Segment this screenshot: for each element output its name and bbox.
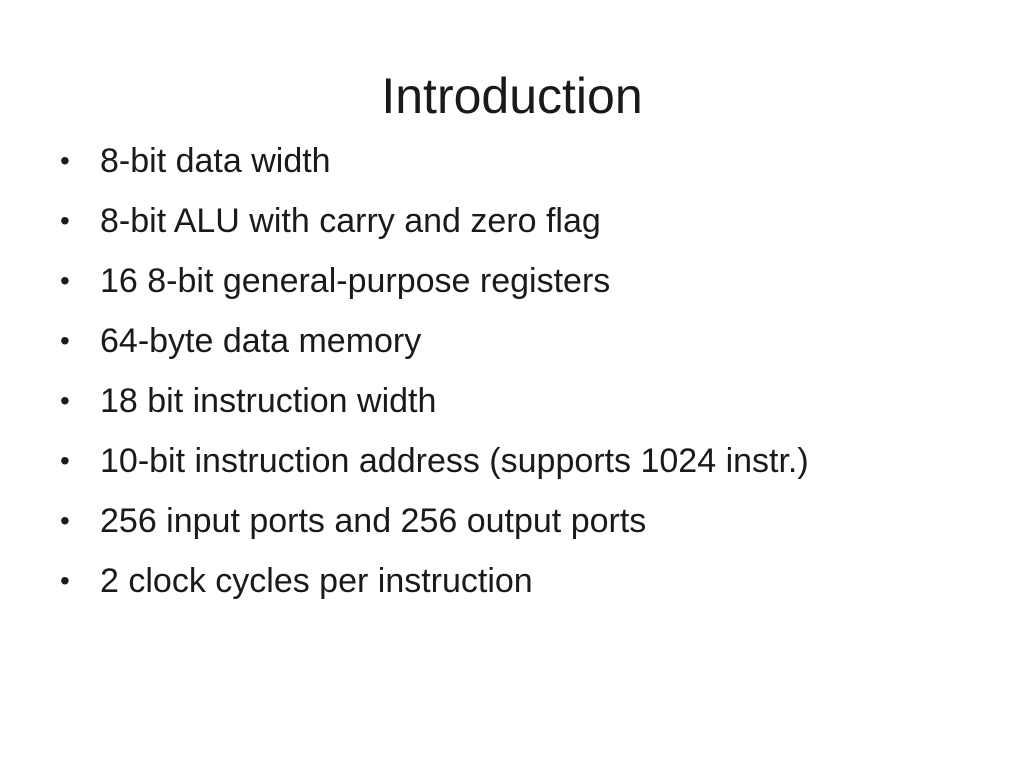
- bullet-text: 18 bit instruction width: [100, 382, 437, 420]
- bullet-dot-icon: •: [60, 385, 70, 416]
- bullet-text: 256 input ports and 256 output ports: [100, 502, 647, 540]
- bullet-item: • 18 bit instruction width: [60, 376, 920, 426]
- slide-title: Introduction: [381, 68, 643, 124]
- bullet-text: 8-bit ALU with carry and zero flag: [100, 202, 601, 240]
- bullet-text: 8-bit data width: [100, 142, 331, 180]
- bullet-text: 10-bit instruction address (supports 102…: [100, 442, 809, 480]
- bullet-item: • 8-bit data width: [60, 136, 920, 186]
- bullet-item: • 64-byte data memory: [60, 316, 920, 366]
- bullet-text: 64-byte data memory: [100, 322, 422, 360]
- bullet-item: • 16 8-bit general-purpose registers: [60, 256, 920, 306]
- bullet-item: • 256 input ports and 256 output ports: [60, 496, 920, 546]
- bullet-list: • 8-bit data width • 8-bit ALU with carr…: [60, 136, 920, 616]
- bullet-item: • 8-bit ALU with carry and zero flag: [60, 196, 920, 246]
- bullet-item: • 10-bit instruction address (supports 1…: [60, 436, 920, 486]
- bullet-text: 16 8-bit general-purpose registers: [100, 262, 611, 300]
- bullet-dot-icon: •: [60, 145, 70, 176]
- bullet-dot-icon: •: [60, 565, 70, 596]
- bullet-text: 2 clock cycles per instruction: [100, 562, 533, 600]
- bullet-dot-icon: •: [60, 445, 70, 476]
- bullet-dot-icon: •: [60, 265, 70, 296]
- bullet-dot-icon: •: [60, 505, 70, 536]
- bullet-dot-icon: •: [60, 205, 70, 236]
- bullet-item: • 2 clock cycles per instruction: [60, 556, 920, 606]
- bullet-dot-icon: •: [60, 325, 70, 356]
